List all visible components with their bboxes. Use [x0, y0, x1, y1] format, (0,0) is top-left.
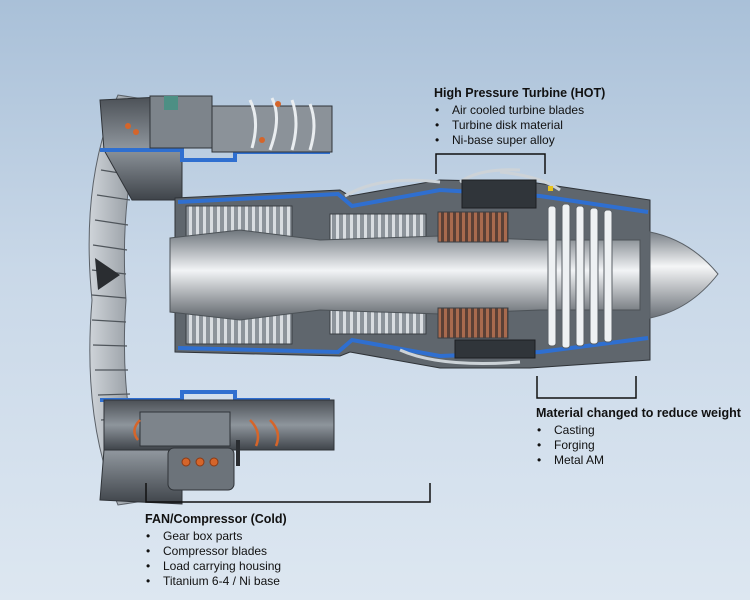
list-item: Turbine disk material	[434, 118, 605, 133]
list-item: Air cooled turbine blades	[434, 103, 605, 118]
callout-title: High Pressure Turbine (HOT)	[434, 86, 606, 100]
callout-material-weight: Material changed to reduce weight Castin…	[536, 406, 741, 468]
callout-fan-compressor: FAN/Compressor (Cold) Gear box parts Com…	[145, 512, 287, 589]
list-item: Titanium 6-4 / Ni base	[145, 574, 287, 589]
list-item: Ni-base super alloy	[434, 133, 605, 148]
callout-title: Material changed to reduce weight	[536, 406, 741, 420]
list-item: Metal AM	[536, 453, 741, 468]
list-item: Compressor blades	[145, 544, 287, 559]
gearbox	[103, 399, 335, 491]
list-item: Forging	[536, 438, 741, 453]
list-item: Gear box parts	[145, 529, 287, 544]
callout-list: Gear box parts Compressor blades Load ca…	[145, 529, 287, 589]
callout-high-pressure-turbine: High Pressure Turbine (HOT) Air cooled t…	[434, 86, 605, 148]
bracket-fan	[145, 483, 431, 503]
bracket-weight	[536, 376, 637, 399]
list-item: Load carrying housing	[145, 559, 287, 574]
callout-list: Casting Forging Metal AM	[536, 423, 741, 468]
core-case	[169, 168, 651, 369]
list-item: Casting	[536, 423, 741, 438]
bracket-hpt	[435, 153, 546, 174]
exhaust-cone	[649, 231, 719, 319]
callout-title: FAN/Compressor (Cold)	[145, 512, 287, 526]
callout-list: Air cooled turbine blades Turbine disk m…	[434, 103, 605, 148]
